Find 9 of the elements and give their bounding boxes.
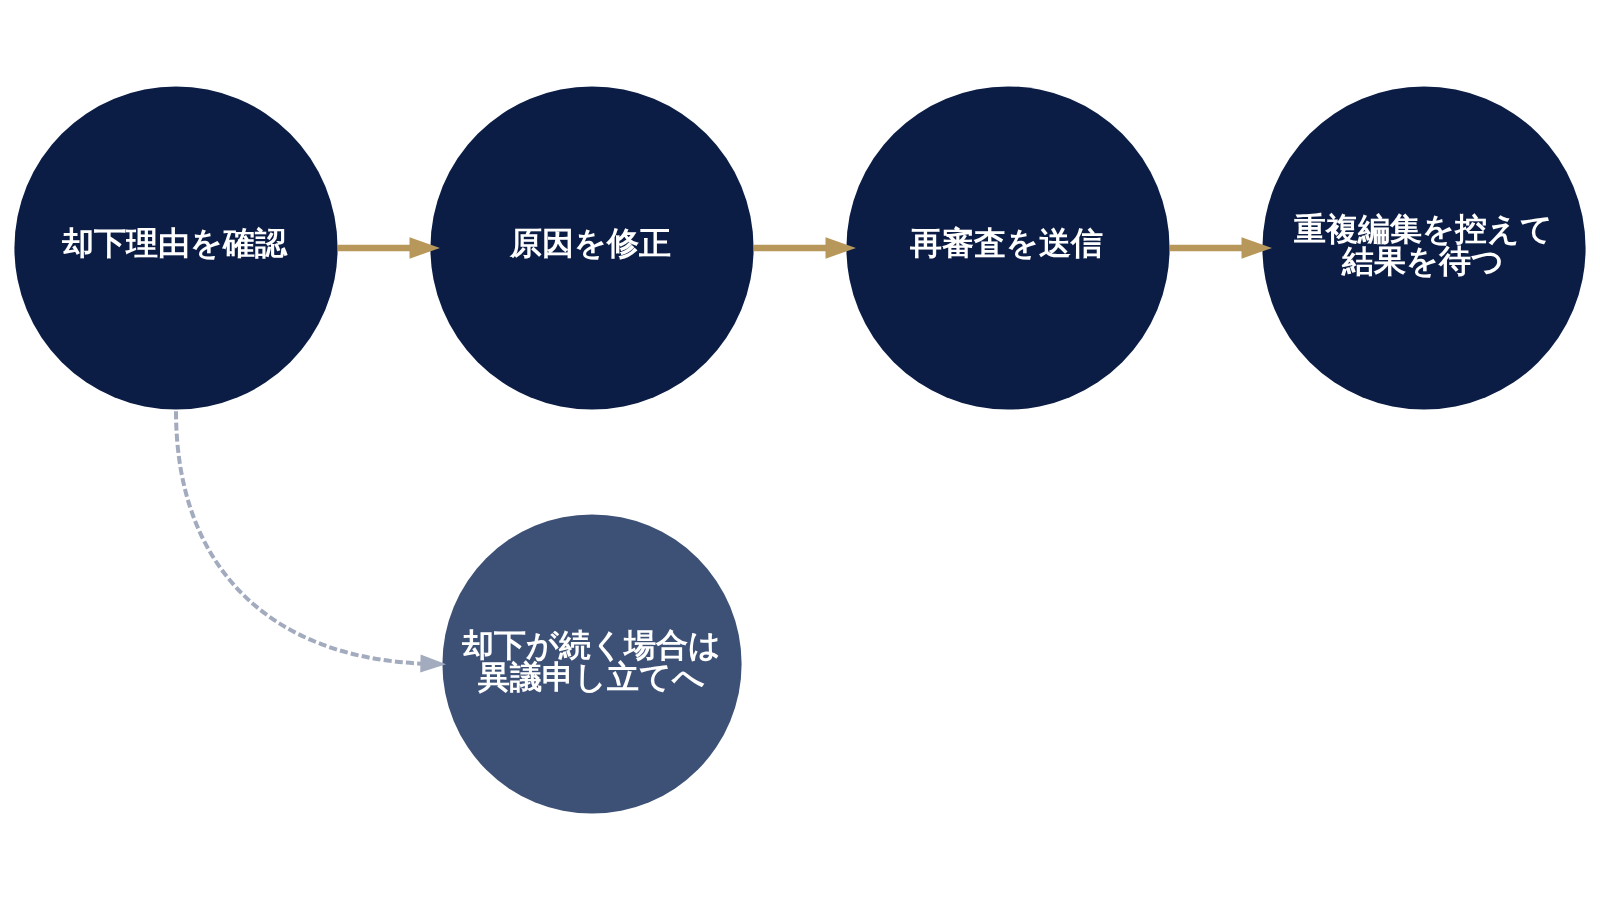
- arrow: [337, 237, 440, 259]
- node-circle: 重複編集を控えて結果を待つ: [1262, 86, 1586, 410]
- node-circle: 却下理由を確認: [14, 86, 338, 410]
- node-circle: 再審査を送信: [846, 86, 1170, 410]
- arrow: [753, 237, 856, 259]
- node-circle: 原因を修正: [430, 86, 754, 410]
- arrow: [1169, 237, 1272, 259]
- arrow: [174, 411, 447, 673]
- node-circle: 却下が続く場合は異議申し立てへ: [442, 514, 742, 814]
